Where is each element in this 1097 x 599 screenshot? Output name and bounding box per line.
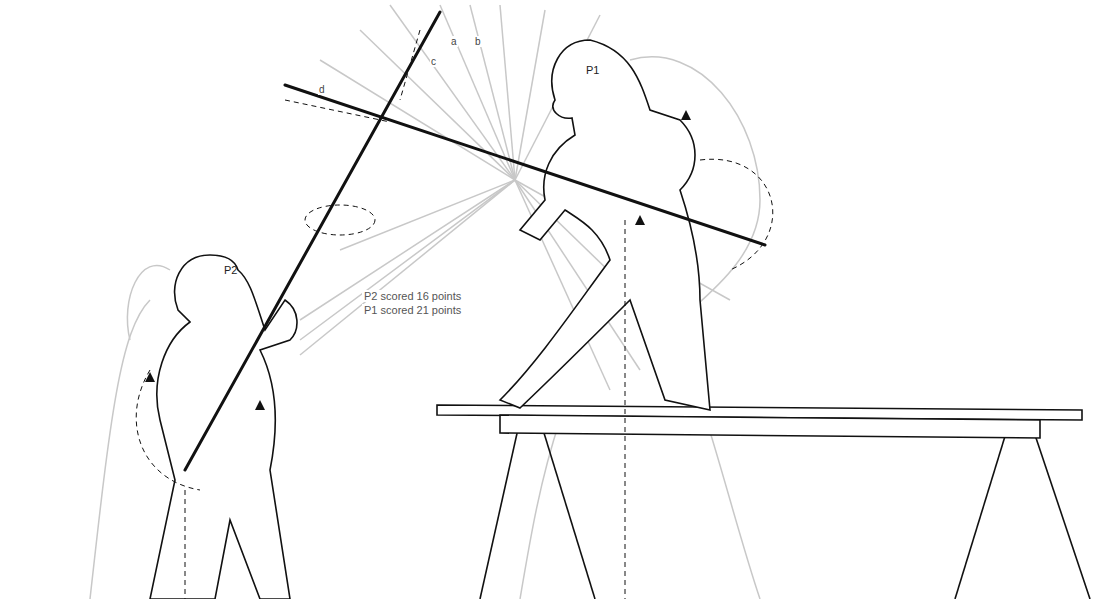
motion-ghost-lines [90,5,760,599]
player-label: P2 [224,264,237,276]
player-label: P1 [586,64,599,76]
score-note: P1 scored 21 points [362,304,463,316]
person-figures [150,40,710,599]
dimension-letter: a [450,36,458,47]
dimension-letter: b [474,36,482,47]
score-note: P2 scored 16 points [362,290,463,302]
dimension-letter: c [430,56,437,67]
sticks [185,12,765,470]
table-figure [437,405,1090,599]
direction-arrows [145,110,691,410]
rotation-guides [136,30,773,599]
dimension-letter: d [318,84,326,95]
